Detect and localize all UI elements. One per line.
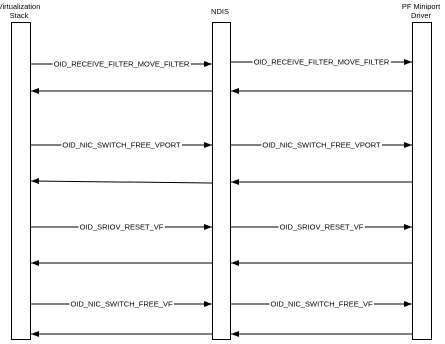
message-label: OID_NIC_SWITCH_FREE_VPORT bbox=[262, 141, 381, 150]
participant-label-line: Stack bbox=[9, 11, 29, 20]
message-label: OID_NIC_SWITCH_FREE_VF bbox=[70, 300, 173, 309]
message-label-background bbox=[252, 57, 391, 67]
message-label-background bbox=[61, 140, 183, 150]
message-label-background bbox=[278, 222, 365, 232]
message-label-background bbox=[269, 299, 374, 309]
message-label: OID_RECEIVE_FILTER_MOVE_FILTER bbox=[54, 60, 190, 69]
lifeline-virtualization-stack bbox=[11, 22, 31, 340]
message-arrow bbox=[31, 260, 212, 266]
arrow-head bbox=[31, 331, 39, 337]
arrow-head bbox=[231, 260, 239, 266]
message-label: OID_SRIOV_RESET_VF bbox=[280, 223, 364, 232]
arrow-head bbox=[31, 178, 39, 184]
message-arrow bbox=[231, 331, 412, 337]
arrow-head bbox=[404, 224, 412, 230]
message-arrow bbox=[231, 260, 412, 266]
message-arrow bbox=[231, 88, 412, 94]
message-arrow bbox=[31, 88, 212, 94]
arrow-head bbox=[404, 59, 412, 65]
participant-label-line: Driver bbox=[411, 11, 431, 20]
participant-header-ndis: NDIS bbox=[202, 7, 238, 16]
participant-label-line: PF Miniport bbox=[401, 2, 441, 11]
message-arrow: OID_NIC_SWITCH_FREE_VPORT bbox=[231, 140, 412, 150]
lifeline-ndis bbox=[212, 22, 231, 340]
arrow-head bbox=[204, 224, 212, 230]
arrow-head bbox=[231, 331, 239, 337]
message-arrow: OID_NIC_SWITCH_FREE_VF bbox=[31, 299, 212, 309]
message-label-background bbox=[78, 222, 165, 232]
arrow-head bbox=[31, 260, 39, 266]
message-arrow: OID_SRIOV_RESET_VF bbox=[31, 222, 212, 232]
message-label: OID_NIC_SWITCH_FREE_VPORT bbox=[62, 141, 181, 150]
arrow-head bbox=[204, 61, 212, 67]
participant-label-line: Virtualization bbox=[0, 2, 41, 11]
arrow-head bbox=[231, 179, 239, 185]
arrow-head bbox=[204, 142, 212, 148]
participant-header-virtualization-stack: Virtualization Stack bbox=[0, 2, 42, 20]
arrow-head bbox=[204, 301, 212, 307]
message-label: OID_SRIOV_RESET_VF bbox=[80, 223, 164, 232]
message-arrow: OID_NIC_SWITCH_FREE_VPORT bbox=[31, 140, 212, 150]
participant-header-pf-miniport-driver: PF Miniport Driver bbox=[395, 2, 445, 20]
message-arrow bbox=[231, 179, 412, 185]
arrow-line bbox=[30, 180, 213, 184]
lifeline-pf-miniport-driver bbox=[412, 22, 432, 340]
message-arrow bbox=[31, 331, 212, 337]
message-arrow: OID_SRIOV_RESET_VF bbox=[231, 222, 412, 232]
message-arrow: OID_NIC_SWITCH_FREE_VF bbox=[231, 299, 412, 309]
participant-label-line: NDIS bbox=[211, 7, 229, 16]
message-label-background bbox=[261, 140, 383, 150]
arrow-head bbox=[31, 88, 39, 94]
arrow-head bbox=[404, 142, 412, 148]
message-arrow: OID_RECEIVE_FILTER_MOVE_FILTER bbox=[231, 57, 412, 67]
message-label-background bbox=[52, 59, 191, 69]
message-label-background bbox=[69, 299, 174, 309]
message-arrow bbox=[30, 178, 213, 184]
arrow-head bbox=[231, 88, 239, 94]
message-label: OID_NIC_SWITCH_FREE_VF bbox=[270, 300, 373, 309]
message-arrow: OID_RECEIVE_FILTER_MOVE_FILTER bbox=[31, 59, 212, 69]
message-label: OID_RECEIVE_FILTER_MOVE_FILTER bbox=[254, 58, 390, 67]
arrow-head bbox=[404, 301, 412, 307]
